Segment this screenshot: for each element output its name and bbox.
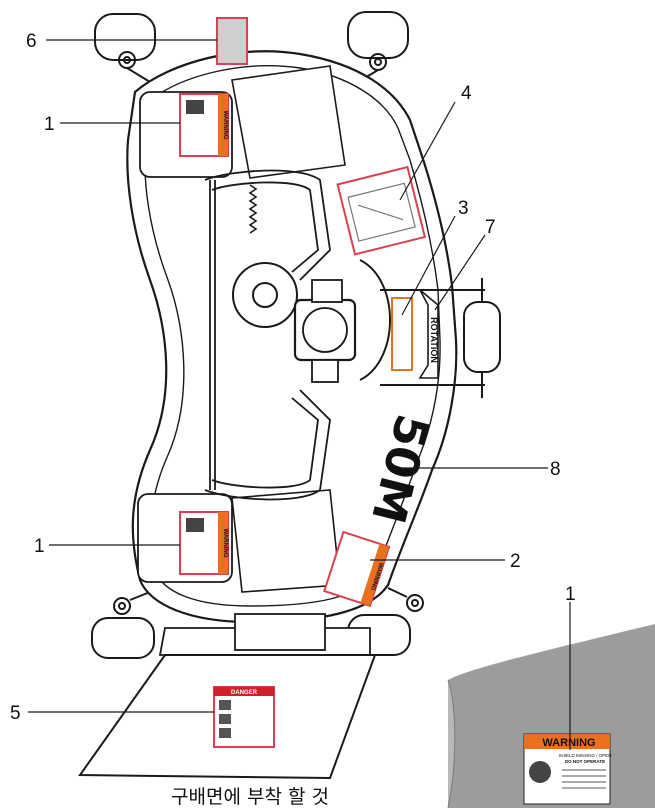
callout-3: 3 [458,198,469,219]
top-belt-shield [231,65,346,179]
caption-attach-on-slope: 구배면에 부착 할 것 [171,786,329,808]
bottom-belt-shield [231,489,341,593]
gearbox-flange [302,307,348,353]
callout-5: 5 [10,703,21,724]
callout-6: 6 [26,31,37,52]
decal-1-bottom-warning-text: WARNING [222,529,228,558]
inset-warning-line1: SHIELD MISSING / OPEN [558,753,611,758]
decal-3 [391,297,413,371]
inset-shield-edge [447,679,456,808]
inset-warning-title: WARNING [542,737,595,749]
callout-2: 2 [510,551,521,572]
center-pulley-hub [252,282,278,308]
hitch-arc [359,259,391,381]
driveshaft-guard [463,301,501,373]
rear-left-tire [91,617,155,659]
callout-1-bottom: 1 [34,536,45,557]
callout-7: 7 [485,217,496,238]
decal-4-belt-routing [336,165,427,256]
callout-8: 8 [550,459,561,480]
drive-belt [204,169,331,501]
decal-1-top-warning-text: WARNING [222,111,228,140]
leader-lines [28,39,571,750]
front-right-tire [347,11,409,59]
callout-1-inset: 1 [565,584,576,605]
decal-5-danger: DANGER [213,686,275,748]
center-pulley [232,262,298,328]
inset-warning-decal: WARNING SHIELD MISSING / OPEN DO NOT OPE… [523,733,612,805]
rear-hinge [234,613,326,651]
rear-casters [113,587,424,615]
decal-1-top-warning: WARNING [179,93,229,157]
decal-1-bottom-warning: WARNING [179,511,229,575]
callout-4: 4 [461,83,472,104]
tension-spring [248,184,258,234]
gearbox-input [311,279,343,303]
rotation-label: ROTATION [429,317,439,363]
inset-warning-line2: DO NOT OPERATE [565,759,605,764]
decal-2-warning: WARNING [323,530,391,608]
gearbox [293,298,357,362]
decal-6-plate [216,17,248,65]
gearbox-output [311,359,339,383]
decal-5-danger-text: DANGER [231,690,258,696]
callout-1-top: 1 [44,114,55,135]
